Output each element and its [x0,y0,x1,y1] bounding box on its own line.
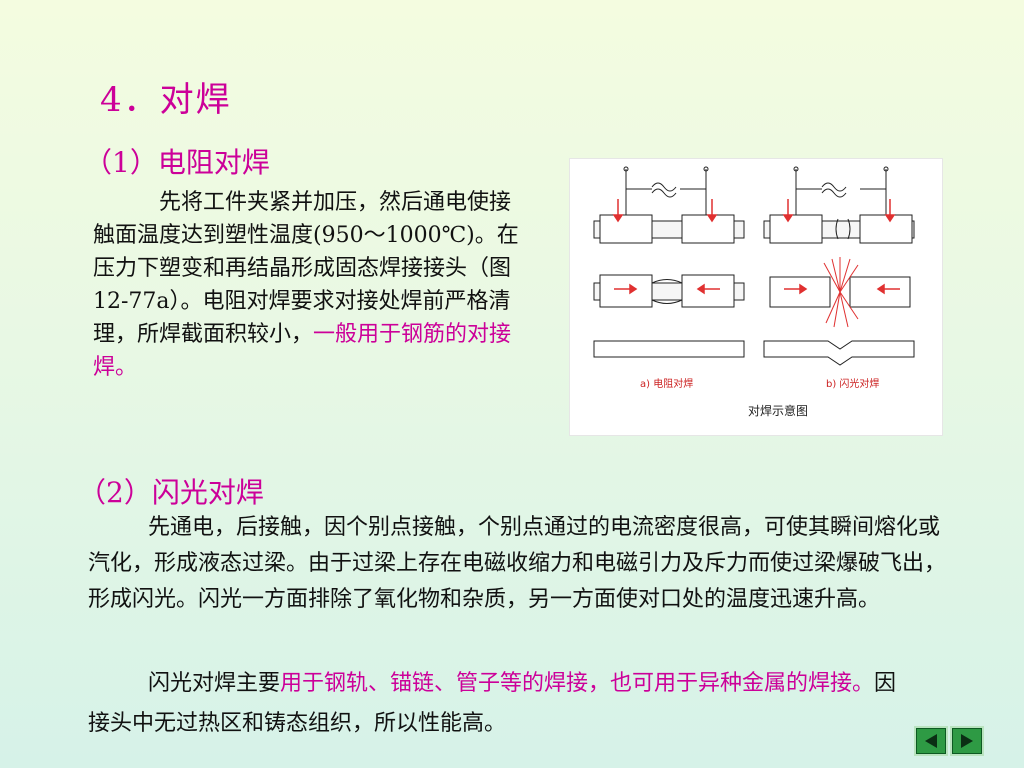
section-2-para-1: 先通电，后接触，因个别点接触，个别点通过的电流密度很高，可使其瞬间熔化或汽化，形… [88,515,947,612]
section-2-para-2-end: 因接头中无过热区和铸态组织，所以性能高。 [88,671,897,736]
butt-welding-diagram: a) 电阻对焊 b) 闪光对焊 对焊示意图 [593,166,915,418]
butt-welding-figure: a) 电阻对焊 b) 闪光对焊 对焊示意图 [569,158,943,436]
section-1-body: 先将工件夹紧并加压，然后通电使接触面温度达到塑性温度(950～1000℃)。在压… [93,186,523,384]
figure-caption: 对焊示意图 [748,403,808,418]
section-1-heading: （1）电阻对焊 [84,146,270,179]
triangle-right-icon [961,734,973,748]
figure-label-b: b) 闪光对焊 [826,377,879,390]
page-title: 4．对焊 [100,80,232,120]
figure-label-a: a) 电阻对焊 [640,377,693,390]
prev-slide-button[interactable] [914,726,948,756]
triangle-left-icon [925,734,937,748]
section-1-text: 先将工件夹紧并加压，然后通电使接触面温度达到塑性温度(950～1000℃)。在压… [93,190,519,347]
section-2-para-2: 闪光对焊主要用于钢轨、锚链、管子等的焊接，也可用于异种金属的焊接。因接头中无过热… [88,664,908,744]
section-2-para-2-highlight: 用于钢轨、锚链、管子等的焊接，也可用于异种金属的焊接。 [280,671,875,696]
section-1-highlight: 一般用于钢筋的对接焊。 [93,322,512,380]
section-2-para-2-text: 闪光对焊主要 [148,671,281,696]
section-2-heading: （2）闪光对焊 [78,476,264,509]
next-slide-button[interactable] [950,726,984,756]
